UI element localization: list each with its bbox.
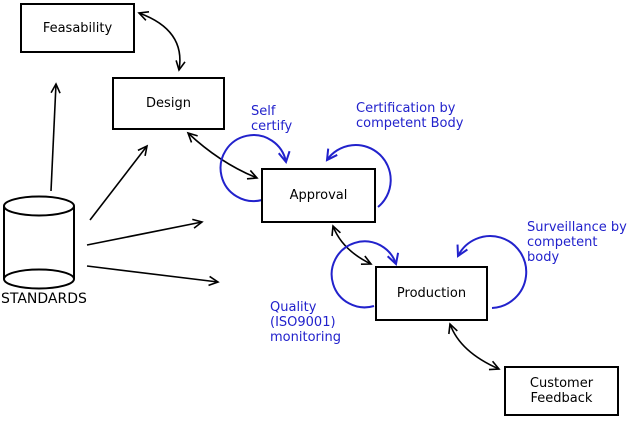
node-production-label: Production — [396, 286, 467, 301]
node-customer-feedback-label: Customer Feedback — [529, 376, 594, 406]
annotation-quality: Quality (ISO9001) monitoring — [270, 300, 341, 345]
node-design: Design — [112, 77, 225, 130]
node-approval-label: Approval — [289, 188, 348, 203]
arrow-production-feedback — [449, 323, 501, 371]
node-approval: Approval — [261, 168, 376, 223]
node-design-label: Design — [146, 96, 191, 111]
self-loop-certification — [325, 144, 392, 208]
node-customer-feedback: Customer Feedback — [504, 366, 619, 416]
standards-label: STANDARDS — [1, 291, 87, 307]
arrowhead-design-end — [186, 131, 198, 143]
self-loop-surveillance — [456, 235, 528, 309]
node-production: Production — [375, 266, 488, 321]
arrowhead-feasability-end — [137, 11, 150, 21]
node-feasability: Feasability — [20, 3, 135, 53]
arrow-feasability-design — [138, 12, 186, 72]
arrow-standards-to-feasability — [50, 82, 61, 192]
arrowhead-approval-end — [331, 224, 341, 237]
arrow-standards-to-production — [86, 265, 220, 287]
self-loop-quality — [330, 240, 400, 309]
annotation-certification: Certification by competent Body — [356, 101, 464, 131]
arrow-standards-to-design — [89, 144, 149, 221]
node-feasability-label: Feasability — [42, 20, 113, 36]
annotation-surveillance: Surveillance by competent body — [527, 220, 627, 265]
arrowhead-production-end — [448, 322, 458, 335]
self-loop-self-certify — [219, 134, 291, 203]
arrow-standards-to-approval — [86, 218, 204, 246]
standards-cylinder — [3, 195, 75, 290]
annotation-self-certify: Self certify — [251, 104, 293, 134]
